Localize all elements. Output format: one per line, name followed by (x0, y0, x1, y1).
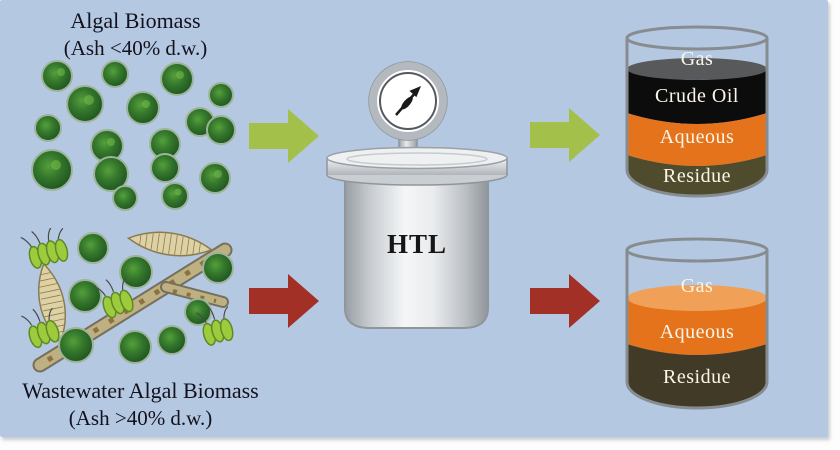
beaker-rim (625, 25, 769, 51)
residue-label: Residue (663, 366, 731, 388)
beaker-glass (625, 36, 769, 198)
flagellate-algae-icon (20, 228, 234, 349)
reactor-body (344, 174, 489, 329)
gas-surface (627, 285, 767, 311)
aqueous-layer (627, 113, 767, 166)
residue-layer (627, 155, 767, 196)
arrow-shape (530, 108, 600, 162)
reactor-lid (326, 146, 508, 186)
arrow-shape (530, 274, 600, 328)
gas-label: Gas (681, 275, 714, 297)
algae-cells-icon (58, 232, 234, 364)
algae-highlights (51, 68, 222, 196)
crude-oil-layer (627, 69, 767, 124)
low-ash-algae-illustration (31, 60, 236, 211)
residue-layer (627, 344, 767, 408)
diatom-icon (126, 231, 214, 257)
low-ash-title-line: Algal Biomass (70, 8, 201, 33)
high-ash-feedstock-title: Wastewater Algal Biomass (Ash >40% d.w.) (8, 376, 273, 433)
aqueous-layer (627, 298, 767, 355)
arrow-right-icon-high-ash-in (249, 274, 319, 328)
high-ash-subtitle-line: (Ash >40% d.w.) (68, 406, 213, 431)
aqueous-label: Aqueous (660, 321, 735, 343)
arrow-shape (249, 109, 319, 163)
aqueous-label: Aqueous (660, 126, 735, 148)
beaker-glass (625, 248, 769, 410)
low-ash-subtitle-line: (Ash <40% d.w.) (63, 36, 208, 61)
low-ash-product-beaker: Gas Crude Oil Aqueous Residue (625, 25, 769, 198)
htl-reactor: HTL (326, 61, 508, 329)
gas-surface (627, 58, 767, 80)
arrow-shape (249, 274, 319, 328)
algae-cells-icon (31, 60, 236, 211)
pressure-gauge-icon (368, 61, 448, 141)
gas-label: Gas (681, 48, 714, 70)
arrow-right-icon-low-ash-in (249, 109, 319, 163)
high-ash-algae-illustration (20, 228, 234, 373)
arrow-right-icon-low-ash-out (530, 108, 600, 162)
high-ash-title-line: Wastewater Algal Biomass (22, 378, 259, 403)
reactor-label: HTL (387, 229, 447, 259)
low-ash-feedstock-title: Algal Biomass (Ash <40% d.w.) (8, 6, 263, 63)
residue-label: Residue (663, 165, 731, 187)
crude-oil-label: Crude Oil (655, 85, 739, 107)
high-ash-product-beaker: Gas Aqueous Residue (625, 237, 769, 410)
arrow-right-icon-high-ash-out (530, 274, 600, 328)
beaker-rim (625, 237, 769, 263)
